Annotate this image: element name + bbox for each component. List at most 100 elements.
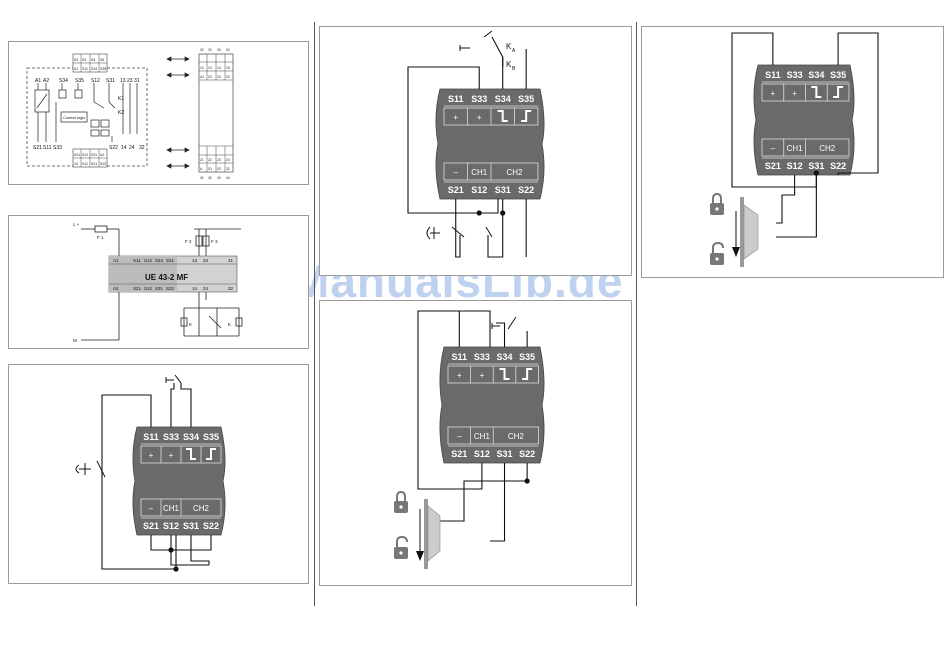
fuse-3-label: F 3 (211, 239, 218, 244)
schematic-label: 14 (217, 66, 221, 70)
relay-body (439, 346, 545, 464)
schematic-label: A1 (200, 75, 204, 79)
supply-plus-label: L + (73, 222, 80, 227)
terminal-label: S11 (448, 94, 464, 104)
schematic-label: S2 (217, 167, 221, 171)
terminal-label: S33 (474, 352, 490, 362)
terminal-label: S21 (451, 449, 467, 459)
plus-sign: + (771, 89, 776, 98)
schematic-label: 23 (226, 75, 230, 79)
terminal-label: 32 (139, 145, 145, 151)
schematic-label: S4 (91, 58, 95, 62)
column-divider-2 (636, 22, 637, 606)
terminal-label: S11 (43, 145, 52, 151)
terminal-label: S11 (452, 352, 468, 362)
schematic-label: A (200, 167, 203, 171)
schematic-label: A1 (74, 67, 78, 71)
terminal-label: A1 (113, 258, 119, 263)
terminal-label: S31 (497, 449, 513, 459)
terminal-label: 32 (228, 286, 234, 291)
control-logic-label: Control logic (63, 115, 85, 120)
relay-body (132, 426, 226, 536)
schematic-label: S21 (74, 153, 80, 157)
terminal-label: S12 (787, 161, 803, 171)
minus-sign: – (457, 432, 462, 441)
schematic-label: 24 (217, 75, 221, 79)
schematic-label: 24 (226, 158, 230, 162)
falling-edge-icon (811, 86, 822, 98)
channel-2-label: CH2 (819, 144, 836, 153)
terminal-label: 31 (228, 258, 234, 263)
schematic-label: 42 (208, 176, 212, 180)
terminal-label: S12 (163, 521, 179, 531)
terminal-label: S21 (166, 258, 175, 263)
terminal-label: S34 (183, 432, 199, 442)
terminal-label: S31 (808, 161, 824, 171)
terminal-label: S21 (765, 161, 781, 171)
relay-k1-label: K1 (118, 96, 124, 102)
relay-body (435, 88, 545, 200)
terminal-label: S31 (495, 185, 511, 195)
plus-sign: + (149, 451, 154, 460)
terminal-label: S21 (33, 145, 42, 151)
device-name: UE 43-2 MF (145, 273, 188, 282)
door-actuator (427, 505, 441, 562)
terminal-label: 14 (121, 145, 127, 151)
terminal-label: S22 (518, 185, 534, 195)
channel-1-label: CH1 (471, 168, 488, 177)
schematic-label: 23 (217, 158, 221, 162)
falling-edge-icon (497, 110, 508, 122)
terminal-label: 31 (134, 78, 140, 84)
terminal-label: S34 (808, 70, 824, 80)
arrow-head (416, 551, 424, 561)
panel-wiring: A1 S11 S12 S34 S21 13 23 31 A2 S21 S12 S… (8, 215, 309, 349)
terminal-label: S22 (109, 145, 118, 151)
schematic-label: S22 (100, 162, 106, 166)
terminal-label: S12 (471, 185, 487, 195)
fuse-2-label: F 2 (185, 239, 192, 244)
terminal-label: 24 (129, 145, 135, 151)
contactor-kb-label: K (228, 322, 231, 327)
schematic-label: 22 (208, 158, 212, 162)
terminal-label: S12 (474, 449, 490, 459)
emergency-stop-icon (426, 226, 493, 240)
wiring-diagram: A1 S11 S12 S34 S21 13 23 31 A2 S21 S12 S… (73, 222, 243, 343)
schematic-label: S21 (91, 162, 97, 166)
schematic-label: 43 (217, 176, 221, 180)
rising-edge-icon (522, 368, 533, 380)
plus-sign: + (453, 113, 458, 122)
column-divider-1 (314, 22, 315, 606)
terminal-label: S21 (448, 185, 464, 195)
terminal-label: S22 (830, 161, 846, 171)
terminal-label: S11 (143, 432, 159, 442)
rising-edge-icon (206, 448, 216, 460)
contactor-ka-label: K (189, 322, 192, 327)
channel-2-label: CH2 (508, 432, 525, 441)
minus-sign: – (771, 144, 776, 153)
contactor-ka-sub: A (512, 48, 516, 54)
falling-edge-icon (186, 448, 196, 460)
terminal-label: S21 (133, 286, 142, 291)
terminal-label: S33 (471, 94, 487, 104)
schematic-label: S34 (91, 67, 97, 71)
channel-2-label: CH2 (193, 504, 210, 513)
schematic-label: S1 (208, 167, 212, 171)
schematic-label: 44 (226, 176, 230, 180)
rising-edge-icon (521, 110, 532, 122)
contactor-kb-label: K (506, 60, 512, 69)
relay-k2-label: K2 (118, 110, 124, 116)
terminal-label: 14 (192, 286, 198, 291)
schematic-label: 32 (226, 167, 230, 171)
terminal-label: S34 (495, 94, 511, 104)
schematic-label: S31 (91, 153, 97, 157)
rising-edge-icon (833, 86, 844, 98)
schematic-label: S3 (74, 58, 78, 62)
terminal-label: S21 (143, 521, 159, 531)
terminal-label: S35 (830, 70, 846, 80)
terminal-label: S22 (203, 521, 219, 531)
